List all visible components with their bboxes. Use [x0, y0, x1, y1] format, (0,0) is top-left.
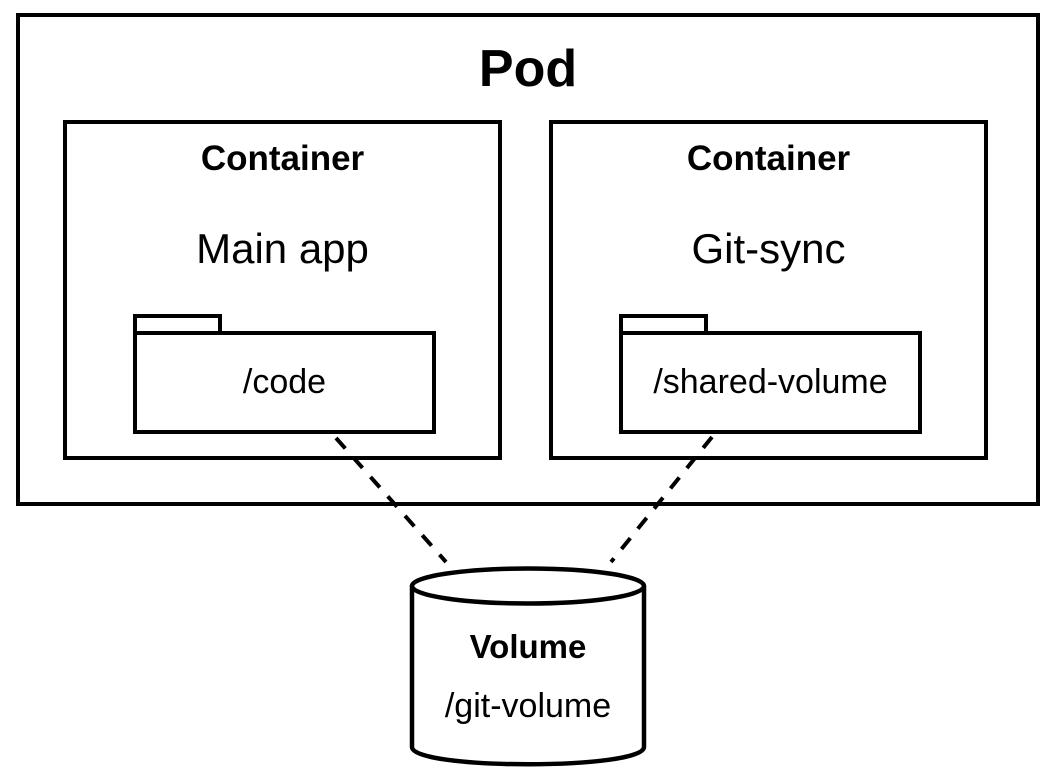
mount-path-label-code: /code — [133, 331, 436, 434]
container-name-git-sync: Git-sync — [691, 225, 846, 272]
cylinder-top-ellipse — [409, 566, 647, 606]
container-name-main-app: Main app — [196, 225, 369, 272]
mount-path-label-shared-volume: /shared-volume — [619, 331, 922, 434]
volume-mount-path: /git-volume — [444, 687, 612, 725]
pod-box: Pod Container Main app /code Container G… — [16, 13, 1040, 506]
container-box-main-app: Container Main app /code — [63, 120, 502, 460]
cylinder-body — [409, 586, 647, 767]
pod-title: Pod — [478, 40, 578, 98]
container-type-label: Container — [200, 139, 365, 178]
container-type-label: Container — [686, 139, 851, 178]
folder-icon: /code — [133, 314, 436, 438]
volume-title: Volume — [469, 628, 587, 665]
folder-icon: /shared-volume — [619, 314, 922, 438]
container-box-git-sync: Container Git-sync /shared-volume — [549, 120, 988, 460]
